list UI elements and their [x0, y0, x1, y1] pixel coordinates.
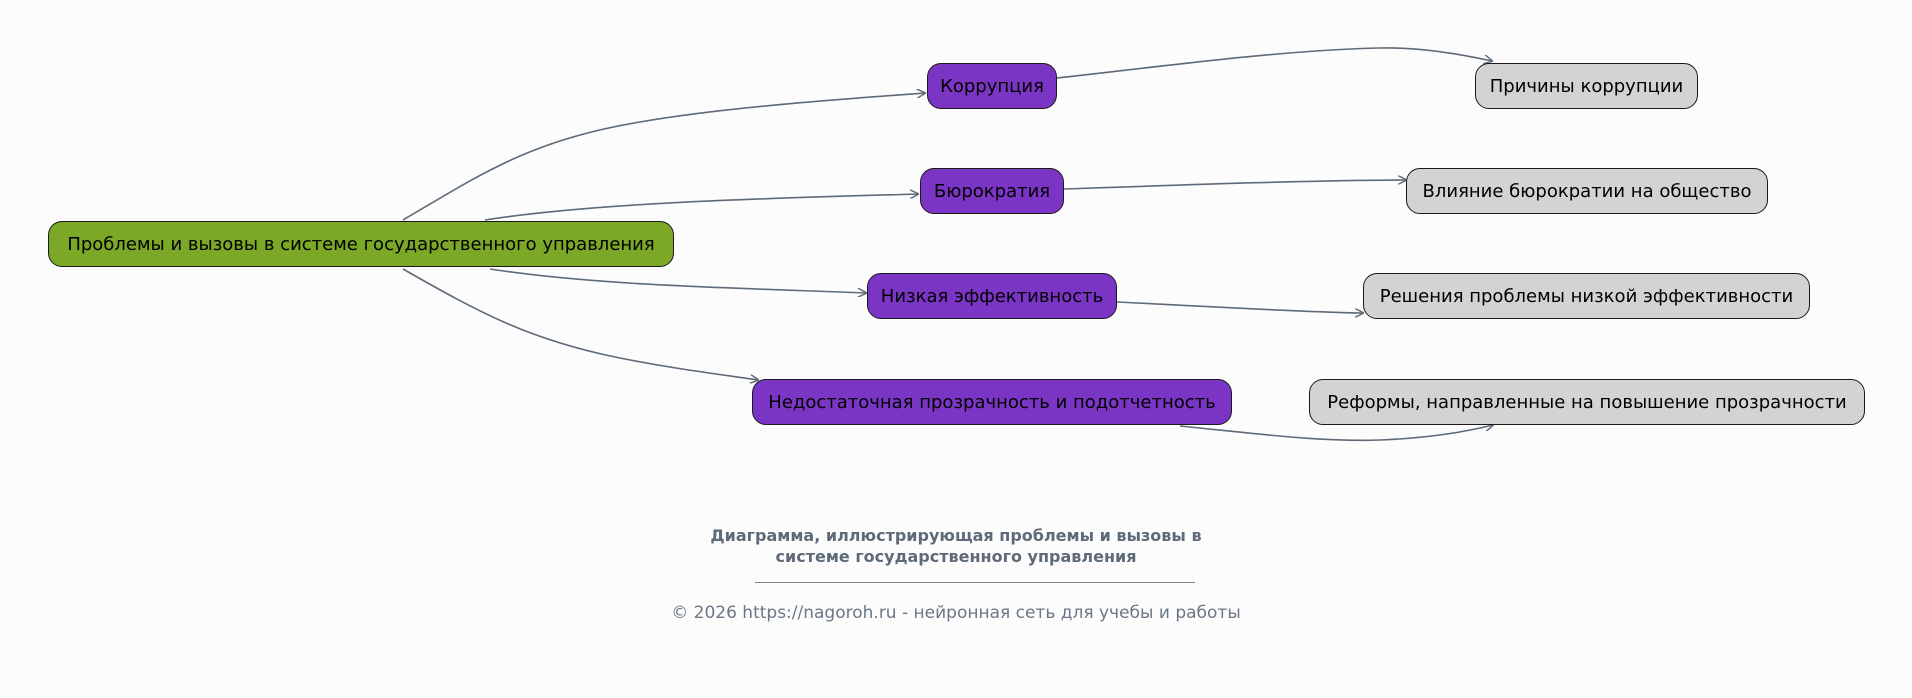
- edge-corruption-to-causes: [1056, 47, 1492, 79]
- leaf-node-efficiency-solutions: Решения проблемы низкой эффективности: [1363, 273, 1810, 319]
- copyright-footer: © 2026 https://nagoroh.ru - нейронная се…: [671, 603, 1241, 623]
- diagram-caption: Диаграмма, иллюстрирующая проблемы и выз…: [0, 525, 1912, 567]
- edge-root-to-low-efficiency: [489, 268, 866, 293]
- edge-efficiency-to-solutions: [1116, 301, 1363, 313]
- branch-node-transparency: Недостаточная прозрачность и подотчетнос…: [752, 379, 1232, 425]
- edge-root-to-transparency: [402, 268, 758, 380]
- edge-transparency-to-reforms: [1179, 425, 1493, 442]
- edge-bureaucracy-to-influence: [1063, 180, 1406, 190]
- branch-node-bureaucracy: Бюрократия: [920, 168, 1064, 214]
- root-node: Проблемы и вызовы в системе государствен…: [48, 221, 674, 267]
- edge-root-to-bureaucracy: [484, 194, 918, 221]
- leaf-node-corruption-causes: Причины коррупции: [1475, 63, 1698, 109]
- leaf-node-bureaucracy-influence: Влияние бюрократии на общество: [1406, 168, 1768, 214]
- caption-line-2: системе государственного управления: [775, 547, 1137, 566]
- branch-node-corruption: Коррупция: [927, 63, 1057, 109]
- caption-line-1: Диаграмма, иллюстрирующая проблемы и выз…: [710, 526, 1202, 545]
- edge-root-to-corruption: [402, 93, 925, 221]
- leaf-node-transparency-reforms: Реформы, направленные на повышение прозр…: [1309, 379, 1865, 425]
- branch-node-low-efficiency: Низкая эффективность: [867, 273, 1117, 319]
- caption-divider: [755, 582, 1195, 583]
